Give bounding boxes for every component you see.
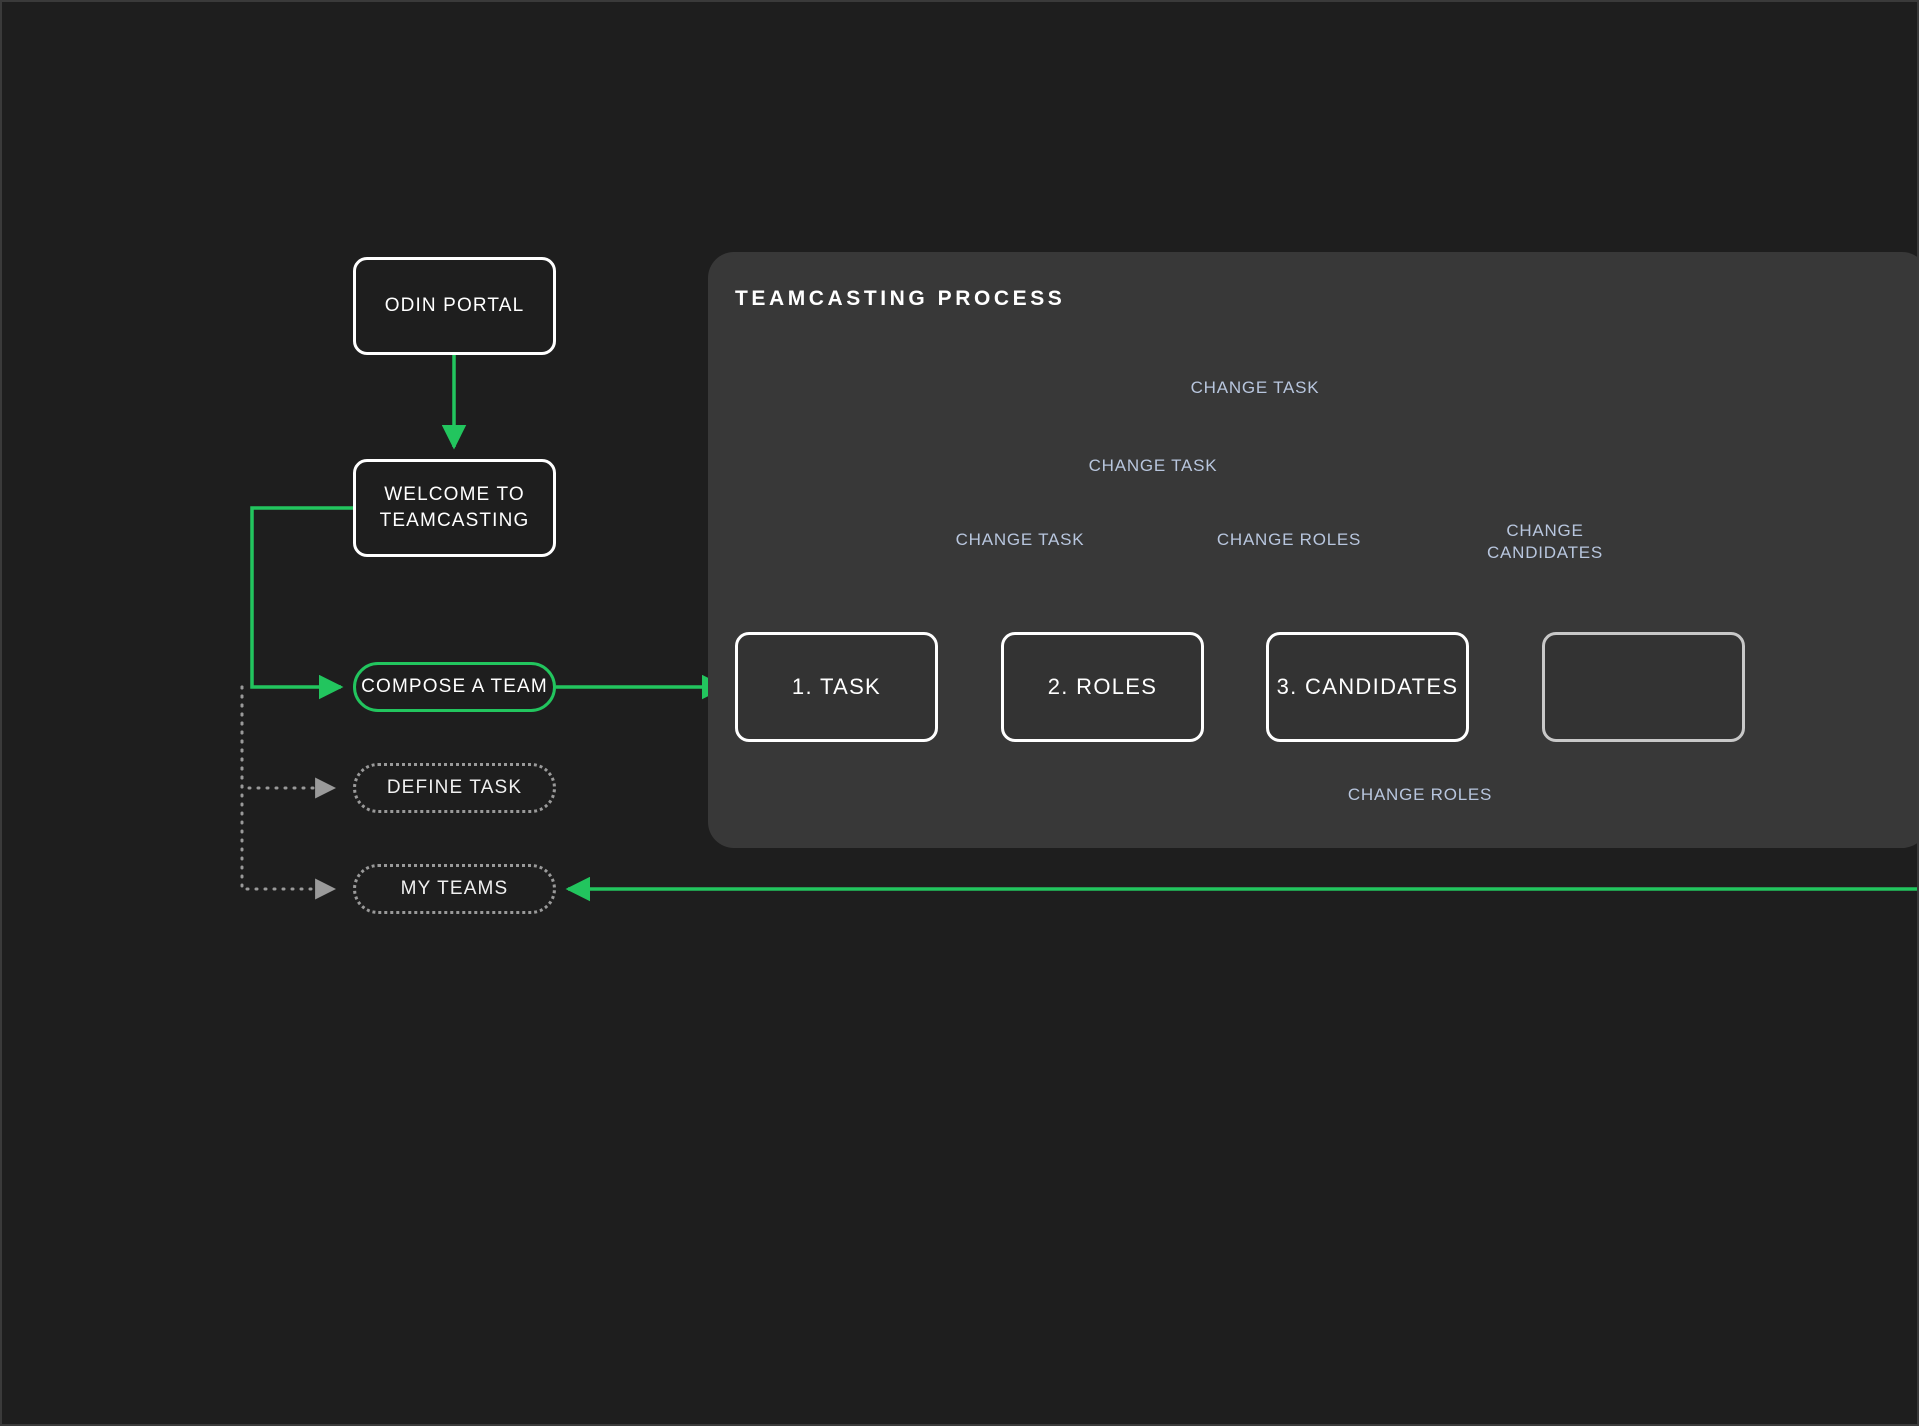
edge-label-change-task-inner: CHANGE TASK [955, 530, 1085, 549]
edge-label-change-task-outer: CHANGE TASK [1190, 378, 1320, 397]
node-label: DEFINE TASK [386, 777, 523, 799]
node-label: MY TEAMS [400, 878, 509, 900]
teamcasting-process-panel [708, 252, 1917, 848]
node-my-teams[interactable]: MY TEAMS [353, 864, 556, 914]
edge-label-change-task-middle: CHANGE TASK [1088, 456, 1218, 475]
node-label: 3. CANDIDATES [1276, 674, 1459, 700]
node-odin-portal[interactable]: ODIN PORTAL [353, 257, 556, 355]
node-step-3-candidates[interactable]: 3. CANDIDATES [1266, 632, 1469, 742]
node-label: COMPOSE A TEAM [361, 676, 548, 698]
node-label: 1. TASK [791, 674, 882, 700]
node-compose-a-team[interactable]: COMPOSE A TEAM [353, 662, 556, 712]
edge-branch-to-my-teams [240, 685, 337, 900]
node-define-task[interactable]: DEFINE TASK [353, 763, 556, 813]
node-step-4-clipped[interactable] [1542, 632, 1745, 742]
node-label: 2. ROLES [1047, 674, 1158, 700]
edge-welcome-to-compose [250, 506, 353, 700]
edge-branch-to-define-task [240, 685, 337, 799]
edge-label-change-candidates: CHANGE CANDIDATES [1487, 521, 1603, 563]
panel-title: TEAMCASTING PROCESS [735, 287, 1066, 310]
node-label: ODIN PORTAL [384, 295, 525, 317]
node-welcome-to-teamcasting[interactable]: WELCOME TO TEAMCASTING [353, 459, 556, 557]
edge-label-change-roles-bottom: CHANGE ROLES [1347, 785, 1493, 804]
node-label: WELCOME TO TEAMCASTING [379, 484, 530, 531]
node-step-2-roles[interactable]: 2. ROLES [1001, 632, 1204, 742]
node-step-1-task[interactable]: 1. TASK [735, 632, 938, 742]
edge-label-change-roles-top: CHANGE ROLES [1216, 530, 1362, 549]
